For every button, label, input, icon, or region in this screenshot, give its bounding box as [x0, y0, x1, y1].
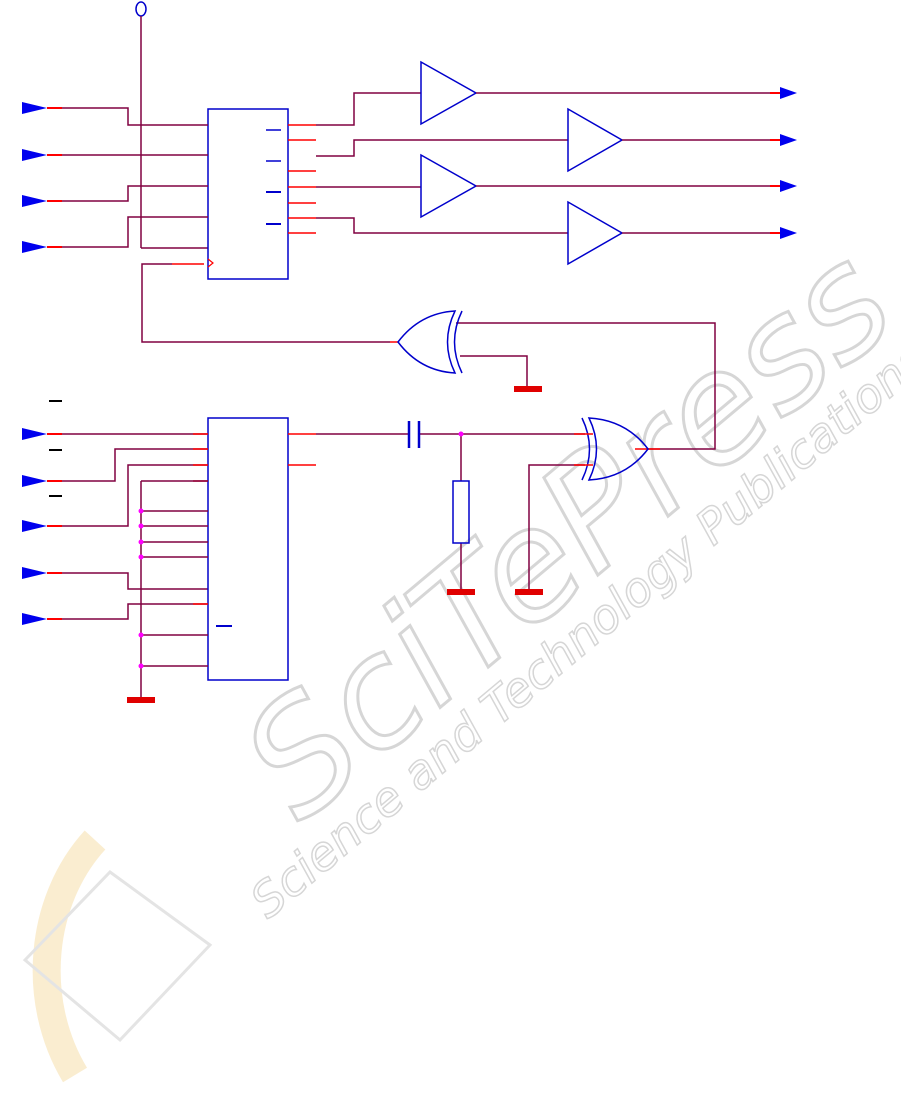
buffer-3	[421, 155, 476, 217]
junction-dot	[139, 633, 144, 638]
watermark-big-text: SciTePress	[211, 214, 901, 852]
junction-dot	[139, 664, 144, 669]
buffer-2	[568, 109, 622, 171]
watermark: SciTePress Science and Technology Public…	[25, 214, 901, 1075]
buffer-1	[421, 62, 476, 124]
capacitor	[409, 421, 419, 448]
watermark-logo	[25, 840, 210, 1075]
ground-bus	[127, 481, 208, 703]
top-inputs	[22, 102, 208, 253]
junction-dot	[139, 540, 144, 545]
junction-dot	[139, 555, 144, 560]
junction-dot	[139, 509, 144, 514]
junction-dot	[139, 524, 144, 529]
output-buffers	[316, 62, 797, 264]
bottom-ic	[193, 418, 316, 680]
ground-symbol	[127, 697, 155, 703]
xor-gate-top	[398, 311, 462, 373]
top-ic	[208, 109, 316, 279]
ground-symbol	[515, 589, 543, 595]
buffer-4	[568, 202, 622, 264]
junction-dot	[459, 432, 464, 437]
ground-symbol	[514, 386, 542, 392]
ground-symbol	[447, 589, 475, 595]
